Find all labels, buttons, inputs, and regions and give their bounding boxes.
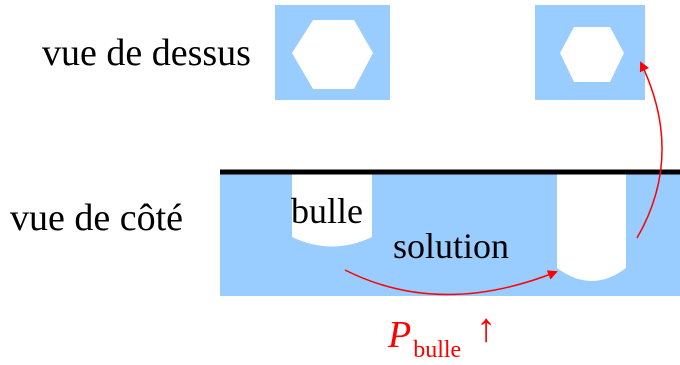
bubble-right <box>557 173 626 281</box>
pressure-up-arrow-icon: ↑ <box>476 305 496 350</box>
migration-arrow-bottom <box>344 269 558 296</box>
bubble-left <box>292 173 372 247</box>
pressure-label: Pbulle <box>388 314 461 362</box>
top-view-label: vue de dessus <box>42 32 251 74</box>
top-view-square-left <box>275 5 390 100</box>
migration-arrow-up <box>636 61 663 239</box>
pressure-symbol: P <box>388 314 412 356</box>
pressure-subscript: bulle <box>413 337 462 363</box>
bubble-label: bulle <box>291 191 363 231</box>
side-view-label: vue de côté <box>10 197 184 239</box>
top-view-square-right <box>535 5 645 100</box>
hexagon-bubble-small-icon <box>560 27 624 82</box>
solution-label: solution <box>393 226 510 266</box>
hexagon-bubble-large-icon <box>292 20 373 89</box>
